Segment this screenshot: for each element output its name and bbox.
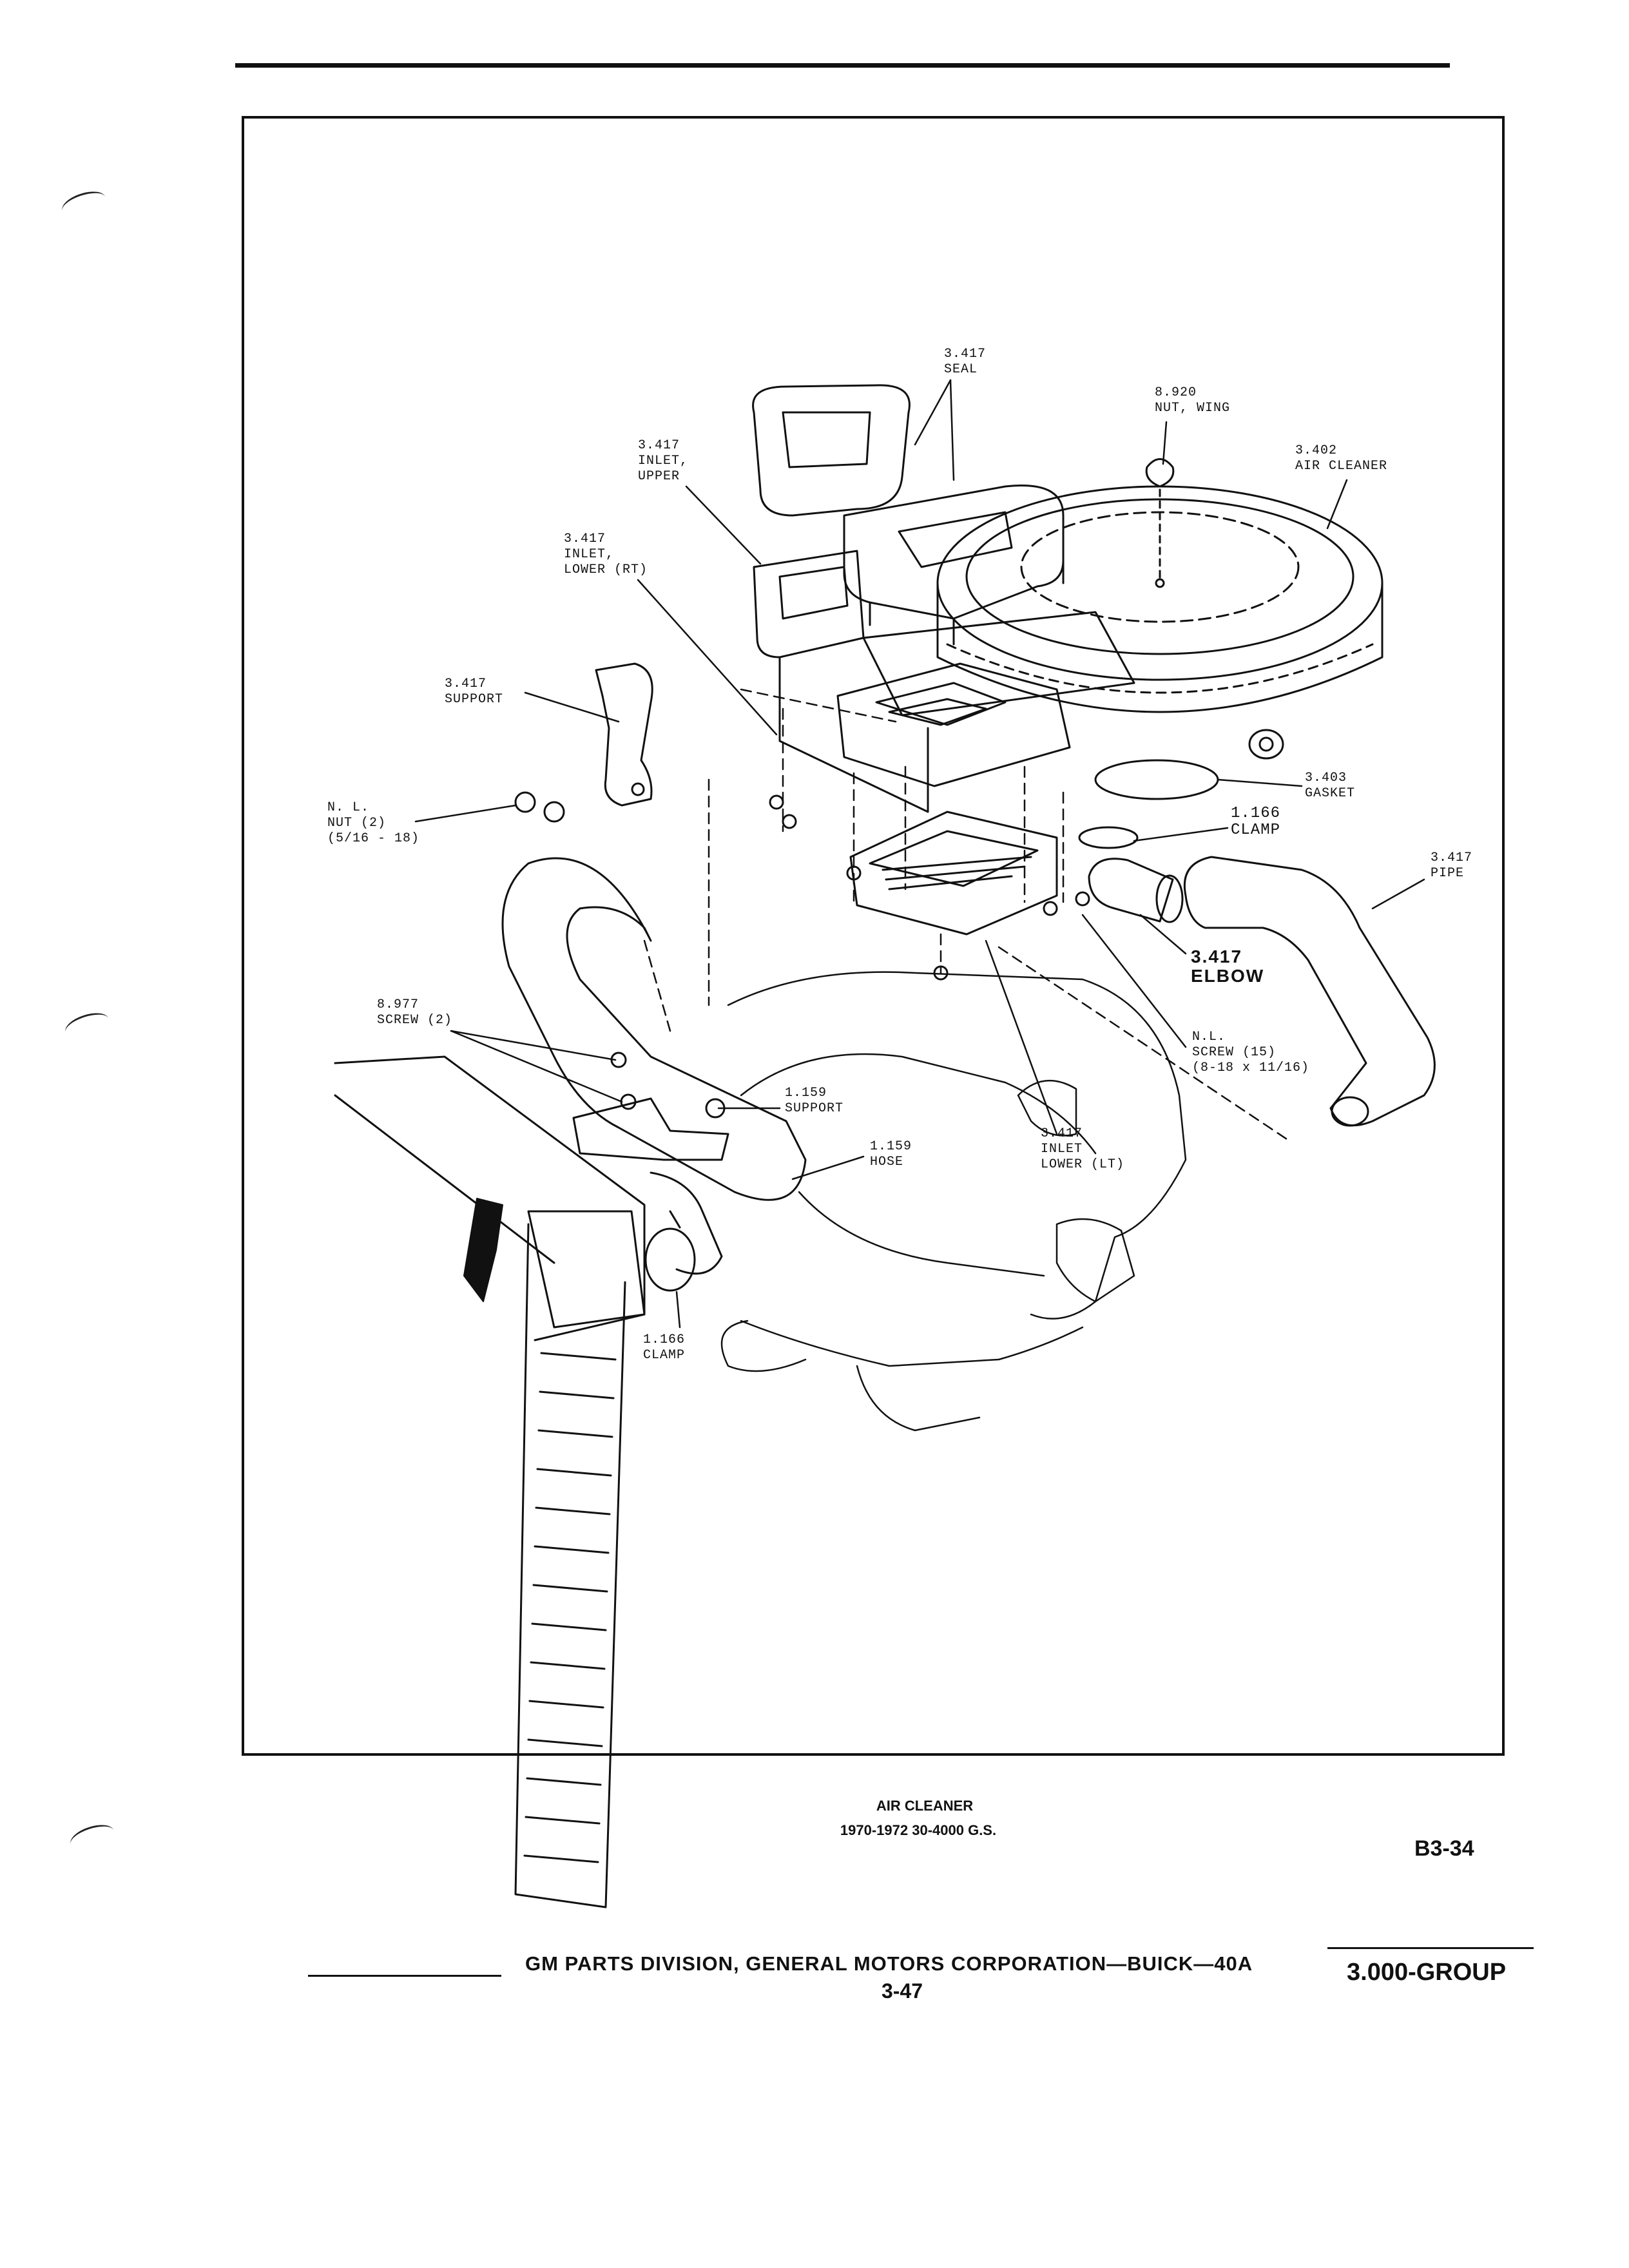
gasket-ring	[1094, 759, 1219, 800]
nuts-nl	[514, 791, 565, 823]
footer-rule-right	[1327, 1947, 1534, 1949]
leader-lines	[414, 379, 1425, 1329]
pipe-part	[1183, 856, 1436, 1127]
seal-lower	[843, 484, 1065, 646]
inlet-upper-body	[753, 550, 1135, 813]
clamp-upper-part	[1078, 826, 1139, 849]
engine-block	[720, 971, 1187, 1432]
screws	[610, 794, 1090, 1110]
seal-top	[752, 384, 911, 517]
clamp-lower-part	[644, 1210, 696, 1292]
support-1159-part	[572, 1097, 729, 1161]
hose-part	[501, 857, 807, 1275]
footer-division: GM PARTS DIVISION, GENERAL MOTORS CORPOR…	[525, 1952, 1253, 1975]
callout-nut-nl: N. L.NUT (2)(5/16 - 18)	[327, 800, 420, 846]
top-rule	[235, 63, 1450, 68]
lower-tray	[849, 811, 1058, 936]
callout-screw-nl: N.L.SCREW (15)(8-18 x 11/16)	[1192, 1030, 1310, 1075]
elbow-part	[1088, 858, 1184, 923]
diagram-frame	[242, 116, 1505, 1756]
footer-rule-left	[308, 1975, 501, 1977]
wing-nut	[1145, 458, 1175, 581]
radiator	[334, 1055, 646, 1908]
figure-subtitle: 1970-1972 30-4000 G.S.	[840, 1822, 997, 1838]
inlet-middle	[836, 662, 1071, 787]
assembly-lines	[643, 688, 1290, 1142]
figure-title: AIR CLEANER	[876, 1798, 974, 1814]
footer-page-number: 3-47	[882, 1979, 923, 2003]
footer-group: 3.000-GROUP	[1347, 1959, 1507, 1986]
support-bracket	[595, 662, 653, 807]
page-code: B3-34	[1414, 1836, 1474, 1861]
